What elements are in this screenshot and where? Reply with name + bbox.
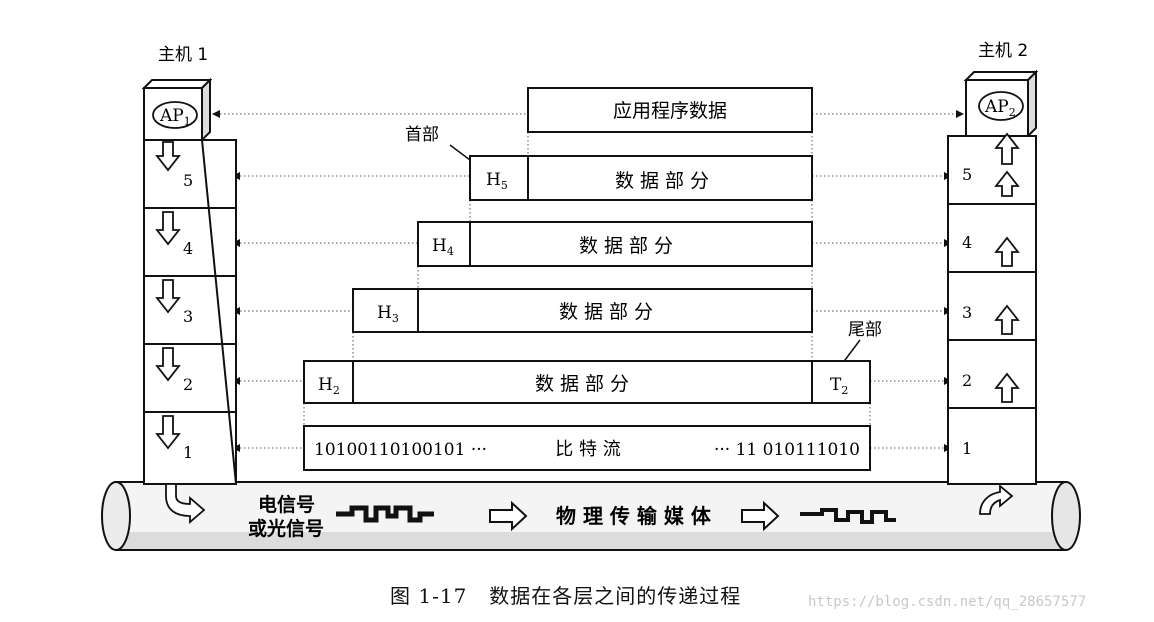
signal-label-line1: 电信号 xyxy=(258,493,315,516)
signal-waveform-right xyxy=(800,508,896,524)
host2-layer-1: 1 xyxy=(962,439,972,458)
header-label: 首部 xyxy=(405,125,439,145)
app-data-label: 应用程序数据 xyxy=(613,100,727,122)
host2-title: 主机 2 xyxy=(978,41,1028,61)
host1-down-arrows xyxy=(155,141,206,524)
watermark-url: https://blog.csdn.net/qq_28657577 xyxy=(808,594,1087,610)
bits-left: 10100110100101 ··· xyxy=(314,440,487,460)
host1-stack xyxy=(141,77,237,485)
figure-caption: 图 1-17 数据在各层之间的传递过程 xyxy=(390,580,741,609)
host2-up-arrows xyxy=(979,132,1020,515)
physical-medium-pipe xyxy=(101,481,1081,551)
host1-title: 主机 1 xyxy=(158,45,208,65)
figure-title: 数据在各层之间的传递过程 xyxy=(489,584,742,608)
host2-stack xyxy=(947,69,1039,485)
host1-layer-5: 5 xyxy=(183,171,193,190)
guide-lines xyxy=(212,113,958,449)
host2-layer-5: 5 xyxy=(962,165,972,184)
medium-label: 物 理 传 输 媒 体 xyxy=(556,504,712,528)
signal-waveform-left xyxy=(336,505,434,523)
signal-label-line2: 或光信号 xyxy=(248,517,324,540)
pdu-layer-3: H3 数 据 部 分 xyxy=(352,288,813,333)
host1-layer-3: 3 xyxy=(183,307,193,326)
bits-right: ··· 11 010111010 xyxy=(714,440,860,460)
h5-label: H5 xyxy=(486,170,508,192)
host2-layer-4: 4 xyxy=(962,233,972,252)
host1-layer-2: 2 xyxy=(183,375,193,394)
pdu-application-data: 应用程序数据 xyxy=(527,87,813,133)
h4-label: H4 xyxy=(432,236,454,258)
l4-data-label: 数 据 部 分 xyxy=(579,235,673,257)
l2-data-label: 数 据 部 分 xyxy=(535,373,629,395)
pdu-layer-4: H4 数 据 部 分 xyxy=(417,221,813,267)
h2-label: H2 xyxy=(318,375,340,397)
host2-layer-2: 2 xyxy=(962,371,972,390)
host2-layer-3: 3 xyxy=(962,303,972,322)
l5-data-label: 数 据 部 分 xyxy=(615,170,709,192)
pdu-layer-2: H2 数 据 部 分 T2 xyxy=(303,360,871,404)
h3-label: H3 xyxy=(377,303,399,325)
host1-ap-label: AP1 xyxy=(159,106,191,128)
host1-layer-1: 1 xyxy=(183,443,193,462)
host1-ap-ellipse xyxy=(152,101,198,129)
medium-arrow-left xyxy=(489,500,528,532)
medium-arrow-right xyxy=(741,500,780,532)
pdu-layer-1-bitstream: 10100110100101 ··· 比 特 流 ··· 11 01011101… xyxy=(303,425,871,471)
t2-label: T2 xyxy=(830,375,848,397)
pdu-layer-5: H5 数 据 部 分 xyxy=(469,155,813,201)
bits-label: 比 特 流 xyxy=(555,439,620,460)
trailer-label: 尾部 xyxy=(848,320,882,340)
host2-ap-ellipse xyxy=(978,91,1024,121)
l3-data-label: 数 据 部 分 xyxy=(559,301,653,323)
figure-number: 图 1-17 xyxy=(390,584,468,608)
host1-layer-4: 4 xyxy=(183,239,193,258)
host2-ap-label: AP2 xyxy=(984,97,1016,119)
